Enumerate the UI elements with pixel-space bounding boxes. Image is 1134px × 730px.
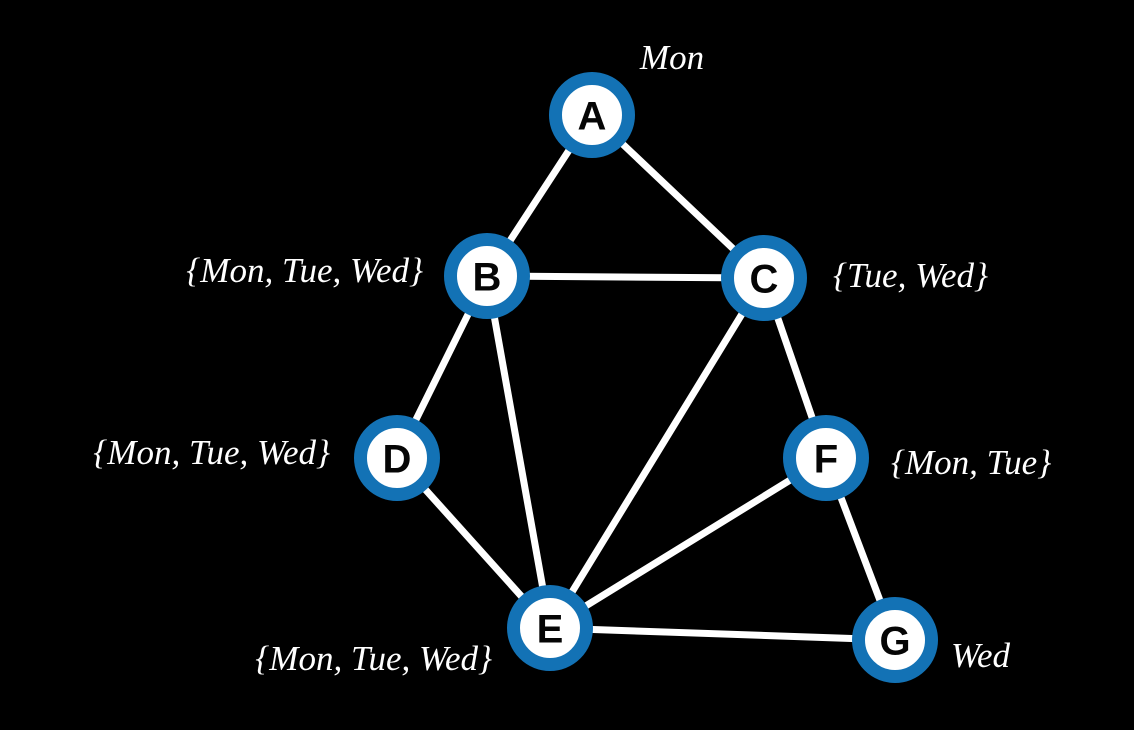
edge-C-E xyxy=(546,274,768,632)
nodes-layer xyxy=(354,72,938,683)
node-letter-B: B xyxy=(473,255,502,299)
node-E xyxy=(507,585,593,671)
node-D xyxy=(354,415,440,501)
node-F xyxy=(783,415,869,501)
node-B xyxy=(444,233,530,319)
domain-label-E: {Mon, Tue, Wed} xyxy=(255,639,492,678)
node-G xyxy=(852,597,938,683)
node-letter-C: C xyxy=(750,257,779,301)
node-A xyxy=(549,72,635,158)
edge-B-E xyxy=(483,272,554,632)
edge-E-F xyxy=(546,454,830,632)
node-letter-G: G xyxy=(879,619,910,663)
edge-B-C xyxy=(483,272,768,282)
node-letter-A: A xyxy=(578,94,607,138)
domain-label-B: {Mon, Tue, Wed} xyxy=(186,251,423,290)
domain-label-G: Wed xyxy=(951,636,1010,675)
edge-E-G xyxy=(546,624,899,644)
domain-label-F: {Mon, Tue} xyxy=(891,443,1051,482)
node-letter-D: D xyxy=(383,437,412,481)
edges-layer xyxy=(393,111,899,644)
domain-label-A: Mon xyxy=(639,38,704,77)
node-letter-F: F xyxy=(814,437,838,481)
domain-label-C: {Tue, Wed} xyxy=(833,256,988,295)
node-C xyxy=(721,235,807,321)
domain-label-D: {Mon, Tue, Wed} xyxy=(93,433,330,472)
node-letter-E: E xyxy=(537,607,564,651)
